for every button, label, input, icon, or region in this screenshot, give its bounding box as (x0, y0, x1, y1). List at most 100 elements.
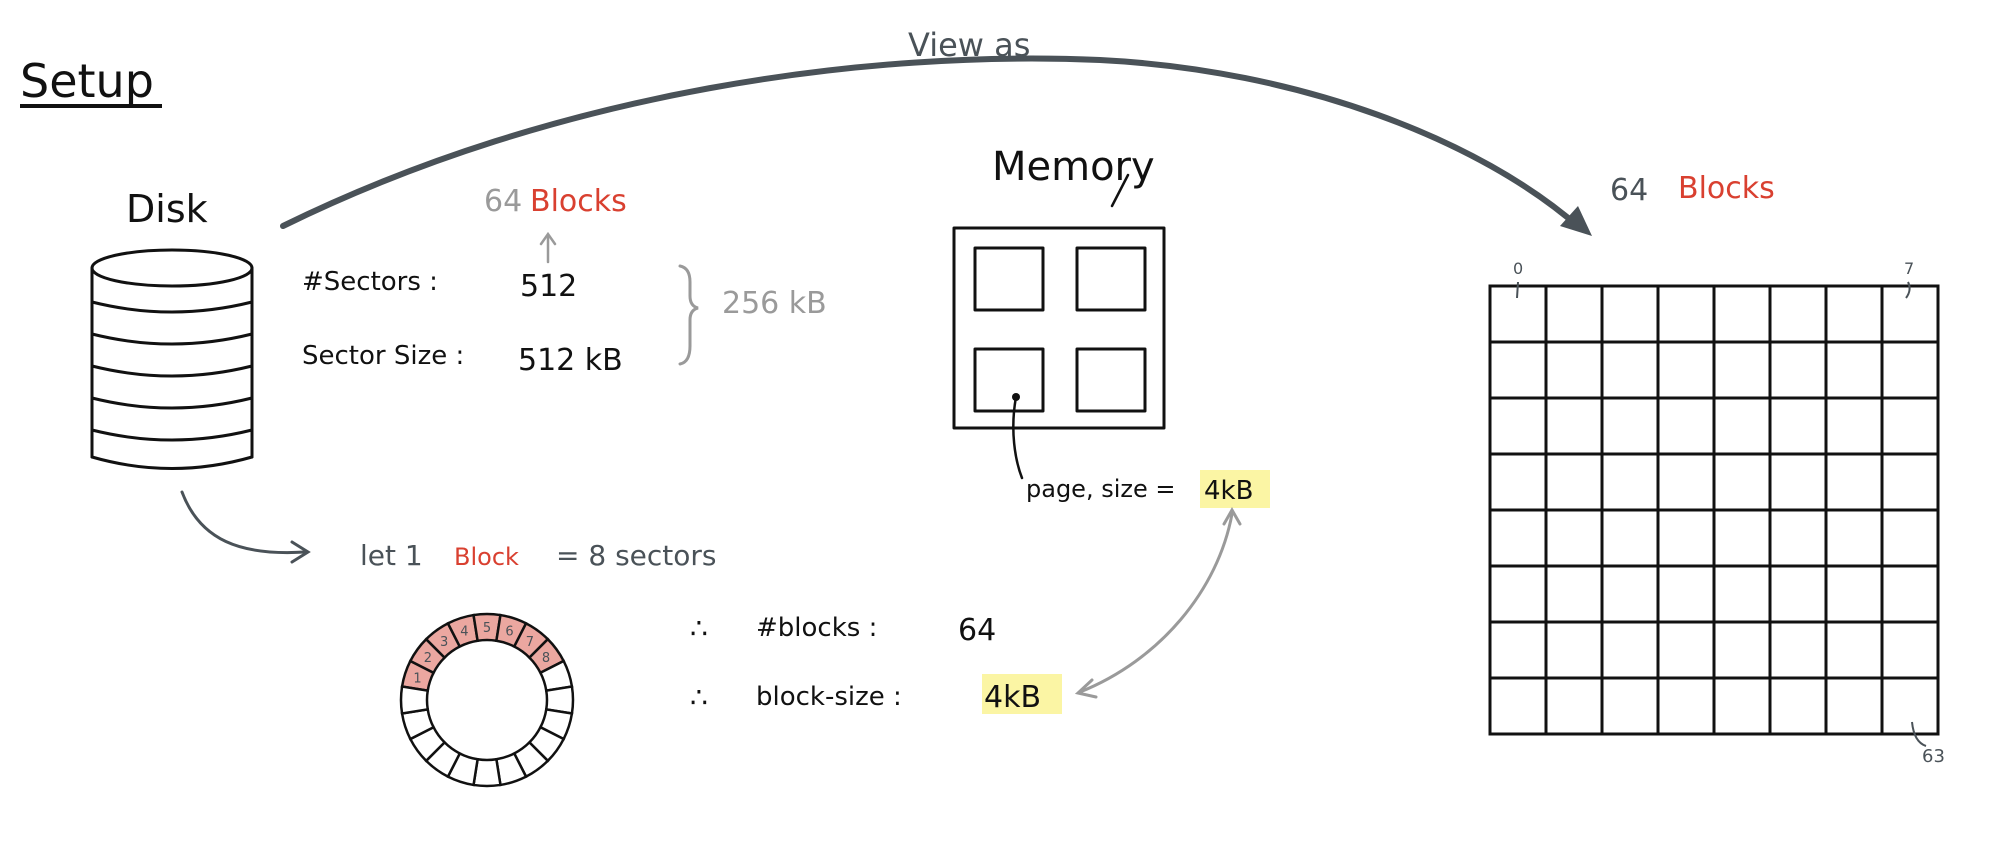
page-size-value: 4kB (1204, 476, 1253, 506)
therefore-symbol-2: ∴ (690, 681, 708, 714)
disk-total: 256 kB (722, 286, 827, 321)
grid-blocks-count: 64 (1610, 173, 1648, 208)
grid-cell (1880, 676, 1940, 736)
grid-cell (1768, 676, 1828, 736)
grid-cell (1712, 452, 1772, 512)
grid-cell (1488, 340, 1548, 400)
grid-cell (1600, 396, 1660, 456)
grid-cell (1656, 564, 1716, 624)
grid-cell (1880, 620, 1940, 680)
sector-number: 7 (526, 635, 534, 650)
grid-cell (1656, 396, 1716, 456)
grid-cell (1880, 396, 1940, 456)
grid-cell (1824, 284, 1884, 344)
grid-cell (1712, 508, 1772, 568)
memory-label: Memory (992, 144, 1155, 190)
sector-number: 3 (440, 635, 448, 650)
memory-icon (952, 226, 1166, 430)
total-brace (678, 264, 699, 366)
grid-cell (1600, 676, 1660, 736)
sector-size-label: Sector Size : (302, 341, 464, 371)
grid-cell (1712, 676, 1772, 736)
equivalence-arrowhead-top (1222, 506, 1242, 526)
grid-blocks-word: Blocks (1678, 171, 1775, 206)
grid-cell (1488, 508, 1548, 568)
grid-cell (1544, 620, 1604, 680)
sector-number: 4 (460, 625, 468, 640)
grid-cell (1880, 564, 1940, 624)
grid-cell (1656, 676, 1716, 736)
view-as-arc (280, 55, 1583, 231)
grid-cell (1656, 508, 1716, 568)
grid-cell (1488, 452, 1548, 512)
grid-cell (1768, 340, 1828, 400)
memory-label-tail (1110, 173, 1130, 208)
sector-number: 2 (424, 651, 432, 666)
blocks-label: #blocks : (756, 613, 877, 643)
grid-cell (1880, 508, 1940, 568)
page-pointer-line (1012, 395, 1024, 480)
grid-cell (1544, 452, 1604, 512)
sector-segment (399, 685, 430, 715)
grid-cell (1656, 284, 1716, 344)
disk-label: Disk (126, 187, 208, 231)
grid-cell (1600, 284, 1660, 344)
grid-cell (1880, 284, 1940, 344)
setup-title: Setup (20, 54, 154, 108)
grid-cell (1768, 620, 1828, 680)
grid-cell (1656, 452, 1716, 512)
sector-size-value: 512 kB (518, 343, 623, 378)
grid-cell (1824, 396, 1884, 456)
grid-cell (1488, 396, 1548, 456)
disk-blocks-word: Blocks (530, 184, 627, 219)
block-def-suffix: = 8 sectors (556, 539, 717, 572)
grid-cell (1712, 396, 1772, 456)
equivalence-arrow (1078, 512, 1234, 694)
grid-cell (1824, 564, 1884, 624)
grid-row-end-index: 7 (1904, 259, 1914, 278)
disk-to-block-arrowhead (290, 540, 311, 564)
disk-icon (90, 248, 254, 470)
grid-cell (1824, 340, 1884, 400)
blocks-up-arrowhead (539, 231, 557, 246)
therefore-symbol-1: ∴ (690, 612, 708, 645)
disk-to-block-arrow (180, 490, 307, 555)
grid-cell (1824, 508, 1884, 568)
grid-last-tick (1911, 721, 1927, 747)
view-as-label: View as (908, 26, 1030, 64)
grid-cell (1600, 452, 1660, 512)
grid-cell (1488, 676, 1548, 736)
grid-cell (1600, 340, 1660, 400)
sector-number: 6 (505, 625, 513, 640)
grid-cell (1488, 564, 1548, 624)
grid-last-index: 63 (1922, 746, 1945, 767)
grid-cell (1768, 284, 1828, 344)
block-size-value: 4kB (984, 680, 1041, 715)
sector-number: 5 (483, 621, 491, 636)
sector-number: 1 (413, 671, 421, 686)
grid-cell (1544, 284, 1604, 344)
grid-cell (1768, 508, 1828, 568)
grid-cell (1544, 564, 1604, 624)
blocks-value: 64 (958, 613, 996, 648)
grid-cell (1600, 508, 1660, 568)
page-size-highlight (1200, 470, 1270, 508)
grid-cell (1544, 676, 1604, 736)
grid-cell (1544, 396, 1604, 456)
block-def-prefix: let 1 (360, 539, 423, 572)
grid-cell (1768, 452, 1828, 512)
grid-cell (1824, 452, 1884, 512)
grid-cell (1768, 564, 1828, 624)
grid-cell (1656, 340, 1716, 400)
view-as-arrowhead (1560, 206, 1592, 236)
grid-first-tick (1516, 281, 1519, 299)
grid-cell (1600, 620, 1660, 680)
block-size-highlight (982, 674, 1062, 714)
grid-cell (1712, 620, 1772, 680)
sectors-label: #Sectors : (302, 267, 438, 297)
grid-cell (1880, 340, 1940, 400)
sectors-value: 512 (520, 269, 577, 304)
grid-cell (1600, 564, 1660, 624)
